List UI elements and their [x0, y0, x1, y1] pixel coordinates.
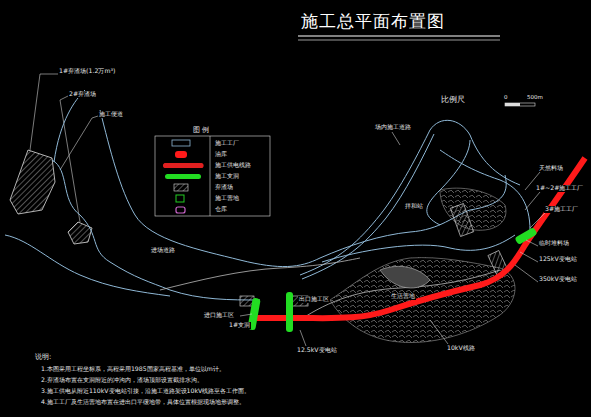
legend-swatch [163, 163, 204, 168]
legend-text: 弃渣场 [214, 184, 234, 190]
title-rule [298, 35, 500, 36]
scale-label: 比例尺 [440, 96, 466, 105]
legend-text: 施工支洞 [214, 173, 240, 179]
note-text: 2.弃渣场布置在支洞附近的冲沟内，渣场顶部设置截排水沟。 [40, 377, 204, 384]
place-label: 350kV变电站 [538, 276, 578, 283]
note-heading: 说明: [34, 354, 52, 362]
place-label: 生活营地 [390, 293, 416, 300]
legend-sample [165, 174, 201, 179]
leader-line [240, 132, 546, 346]
legend-swatch [172, 140, 190, 146]
place-label: 1#~2#施工工厂 [535, 185, 584, 192]
place-label: 施工便道 [98, 111, 124, 118]
portal-bar [247, 227, 537, 332]
place-label: 临时堆料场 [538, 240, 570, 247]
place-label: 12.5kV变电站 [296, 347, 338, 354]
scale-number: 0 [503, 94, 509, 100]
place-label: 进口施工区 [203, 312, 235, 319]
legend-table [155, 136, 270, 216]
place-label: 10kV线路 [446, 345, 476, 352]
note-text: 1.本图采用工程坐标系，高程采用1985国家高程基准，单位以m计。 [40, 366, 226, 373]
place-label: 1#支洞 [228, 322, 251, 329]
legend-sample [163, 163, 203, 168]
legend-swatch [176, 195, 184, 202]
scale-number: 500m [526, 94, 544, 100]
legend-heading: 图 例 [192, 127, 210, 135]
legend-swatch [175, 151, 187, 158]
legend-sample [176, 195, 184, 202]
note-text: 4.施工工厂及生活营地布置在进出口平缓地带，具体位置根据现场地形调整。 [40, 399, 246, 406]
place-label: 3#施工工厂 [544, 206, 579, 213]
legend-sample [172, 140, 190, 146]
place-label: 2#弃渣场 [68, 91, 97, 98]
legend-text: 施工营地 [214, 195, 240, 201]
drawing-title: 施工总平面布置图 [300, 12, 446, 31]
place-label: 拌和站 [404, 203, 424, 210]
scale-bar [505, 103, 535, 106]
legend-sample [175, 151, 187, 158]
spoil-area [10, 150, 92, 244]
legend-text: 油库 [214, 151, 228, 157]
legend-swatch [165, 174, 201, 179]
place-label: 125kV变电站 [538, 256, 578, 263]
legend-text: 施工供电线路 [214, 162, 252, 168]
place-label: 1#弃渣场(1.2万m³) [58, 68, 116, 75]
place-label: 场内施工道路 [374, 124, 412, 131]
place-label: 进场道路 [150, 247, 176, 254]
place-label: 天然料场 [538, 165, 564, 172]
note-text: 3.施工供电从附近110kV变电站引接，沿施工道路架设10kV线路至各工作面。 [40, 388, 251, 395]
legend-sample [176, 207, 185, 213]
place-label: 出口施工区 [298, 296, 330, 303]
tunnel-route [255, 158, 585, 318]
legend-sample [174, 184, 188, 191]
legend-text: 施工工厂 [214, 140, 240, 146]
legend-swatch [174, 184, 188, 191]
title-rule [298, 40, 500, 41]
leader-line [30, 74, 98, 222]
legend-text: 仓库 [214, 206, 228, 212]
legend-swatch [176, 207, 185, 213]
